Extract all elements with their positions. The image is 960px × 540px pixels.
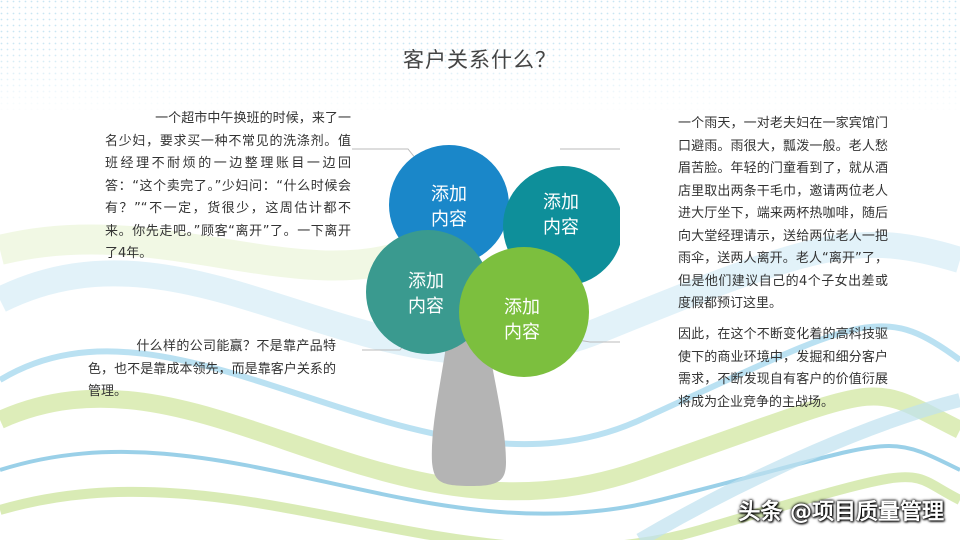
story-hotel-text: 一个雨天，一对老夫妇在一家宾馆门口避雨。雨很大，瓢泼一般。老人愁眉苦脸。年轻的门… <box>678 116 888 311</box>
winning-company-text: 什么样的公司能赢？不是靠产品特色，也不是靠成本领先，而是靠客户关系的管理。 <box>88 339 336 399</box>
circle-label-line2: 内容 <box>408 296 444 317</box>
watermark-text: 头条 @项目质量管理 <box>738 500 944 525</box>
story-supermarket-text: 一个超市中午换班的时候，来了一名少妇，要求买一种不常见的洗涤剂。值班经理不耐烦的… <box>105 111 351 261</box>
page-title: 客户关系什么？ <box>403 48 557 72</box>
circle-label-line1: 添加 <box>408 271 444 292</box>
circle-label-line2: 内容 <box>431 209 467 230</box>
circle-label-line2: 内容 <box>504 322 540 343</box>
circle-bottom-left[interactable]: 添加 内容 <box>366 230 490 354</box>
connector-line-4 <box>577 339 620 343</box>
circle-bottom-right[interactable]: 添加 内容 <box>459 247 589 377</box>
circle-label-line2: 内容 <box>543 217 579 238</box>
circle-label-line1: 添加 <box>504 297 540 318</box>
circle-label-line1: 添加 <box>431 184 467 205</box>
tree-diagram: 添加 内容 添加 内容 添加 内容 添加 内容 <box>352 145 620 486</box>
circle-label-line1: 添加 <box>543 192 579 213</box>
conclusion-text: 因此，在这个不断变化着的高科技驱使下的商业环境中，发掘和细分客户需求，不断发现自… <box>678 327 888 410</box>
